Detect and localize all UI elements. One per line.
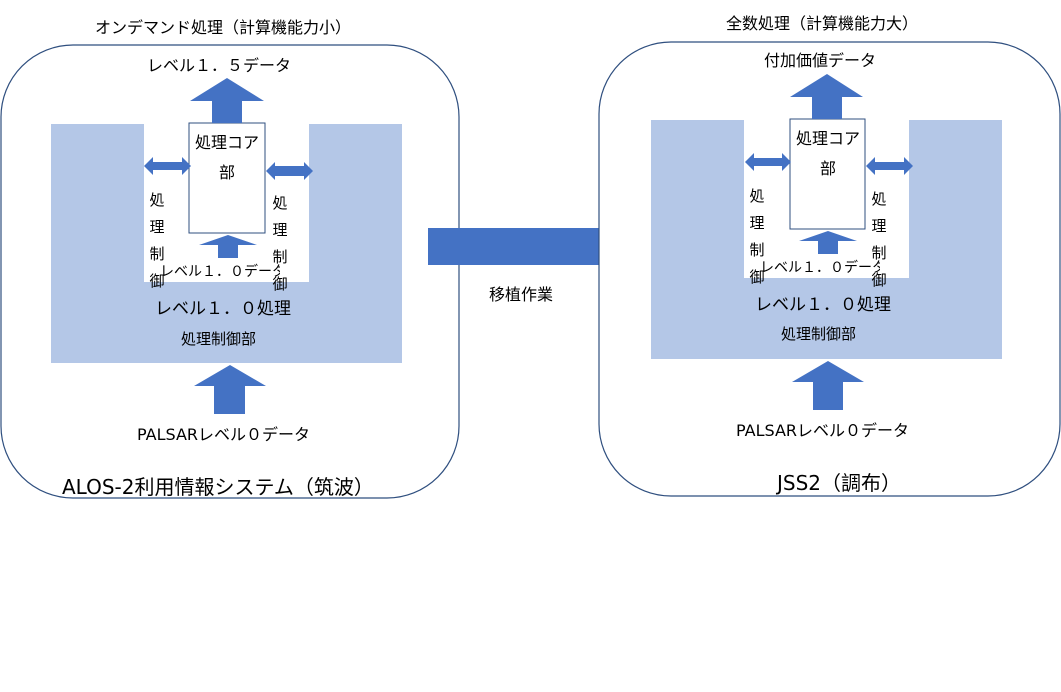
left-control-right-label: 処理制御 [272, 194, 288, 293]
right-level10-processing-label: レベル１．０処理 [755, 295, 891, 315]
right-control-arrow-right [866, 157, 913, 175]
left-level10-processing-label: レベル１．０処理 [155, 299, 291, 319]
left-processing-mode: オンデマンド処理（計算機能力小） [95, 18, 352, 37]
left-core-box [188, 122, 266, 234]
right-control-unit-label: 処理制御部 [781, 325, 857, 343]
left-system-name: ALOS-2利用情報システム（筑波） [62, 475, 374, 499]
right-control-right-label: 処理制御 [871, 190, 887, 289]
right-core-input-arrow [799, 231, 857, 254]
left-control-panel [51, 124, 402, 363]
right-control-arrow-left [745, 153, 791, 171]
right-control-left-label: 処理制御 [749, 187, 765, 286]
left-core-input-arrow [199, 235, 257, 258]
transfer-arrow [428, 208, 640, 285]
left-core-label: 処理コア部 [194, 133, 259, 183]
right-core-box [789, 118, 866, 230]
left-control-unit-label: 処理制御部 [181, 330, 257, 348]
left-output-arrow [190, 78, 264, 123]
left-output-data-label: レベル１．５データ [147, 56, 292, 75]
transfer-label: 移植作業 [489, 285, 554, 304]
right-system-name: JSS2（調布） [777, 471, 902, 495]
right-input-arrow [792, 361, 864, 410]
right-control-panel [651, 120, 1002, 359]
right-input-data-label: PALSARレベル０データ [736, 421, 910, 440]
right-output-data-label: 付加価値データ [764, 51, 877, 70]
right-processing-mode: 全数処理（計算機能力大） [726, 14, 919, 33]
left-control-arrow-right [266, 162, 313, 180]
left-input-arrow [194, 365, 266, 414]
left-control-left-label: 処理制御 [149, 191, 165, 290]
left-input-data-label: PALSARレベル０データ [137, 425, 311, 444]
right-core-label: 処理コア部 [795, 129, 860, 179]
left-control-arrow-left [144, 157, 191, 175]
left-level10-data-label: レベル１．０データ [160, 264, 280, 280]
right-output-arrow [790, 74, 863, 119]
right-level10-data-label: レベル１．０データ [760, 260, 880, 276]
